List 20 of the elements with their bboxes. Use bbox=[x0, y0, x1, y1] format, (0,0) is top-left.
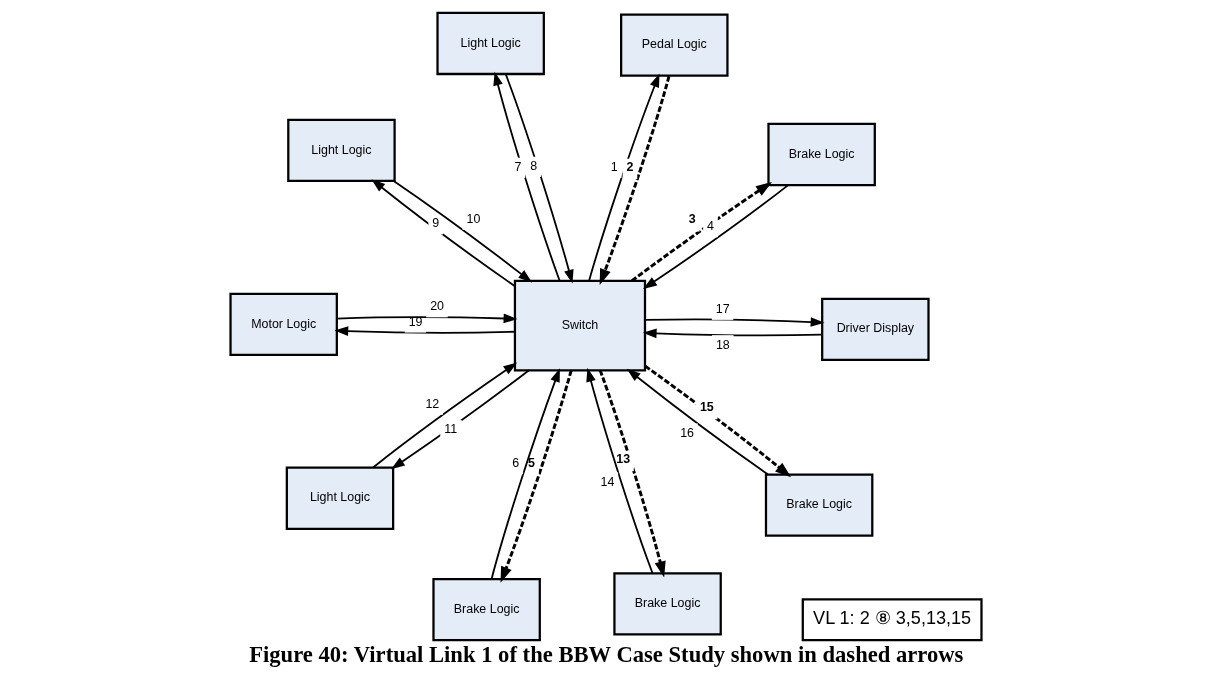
edge-label: 8 bbox=[529, 159, 537, 174]
edge-label: 4 bbox=[706, 219, 714, 234]
edge-label: 5 bbox=[527, 456, 535, 471]
caption: Figure 40: Virtual Link 1 of the BBW Case Study shown in dashed arrows bbox=[248, 641, 963, 667]
edge-label: 16 bbox=[679, 425, 694, 440]
edge-label: 14 bbox=[600, 474, 614, 489]
edge-label: 13 bbox=[615, 452, 630, 467]
edge-label: 10 bbox=[465, 211, 480, 226]
edge-label: 9 bbox=[431, 216, 439, 231]
edge-label: 12 bbox=[424, 396, 439, 411]
edge-label: 20 bbox=[429, 299, 444, 314]
edge-label: 18 bbox=[715, 337, 730, 352]
edge-label: 6 bbox=[511, 456, 519, 471]
edge-label: 2 bbox=[626, 159, 633, 174]
edge-label: 15 bbox=[699, 400, 714, 415]
edge-label: 7 bbox=[514, 159, 521, 174]
edge-label: 3 bbox=[688, 212, 696, 227]
edge-label: 1 bbox=[610, 159, 618, 174]
edge-label: 17 bbox=[715, 301, 730, 316]
edge-label: 11 bbox=[443, 422, 457, 437]
